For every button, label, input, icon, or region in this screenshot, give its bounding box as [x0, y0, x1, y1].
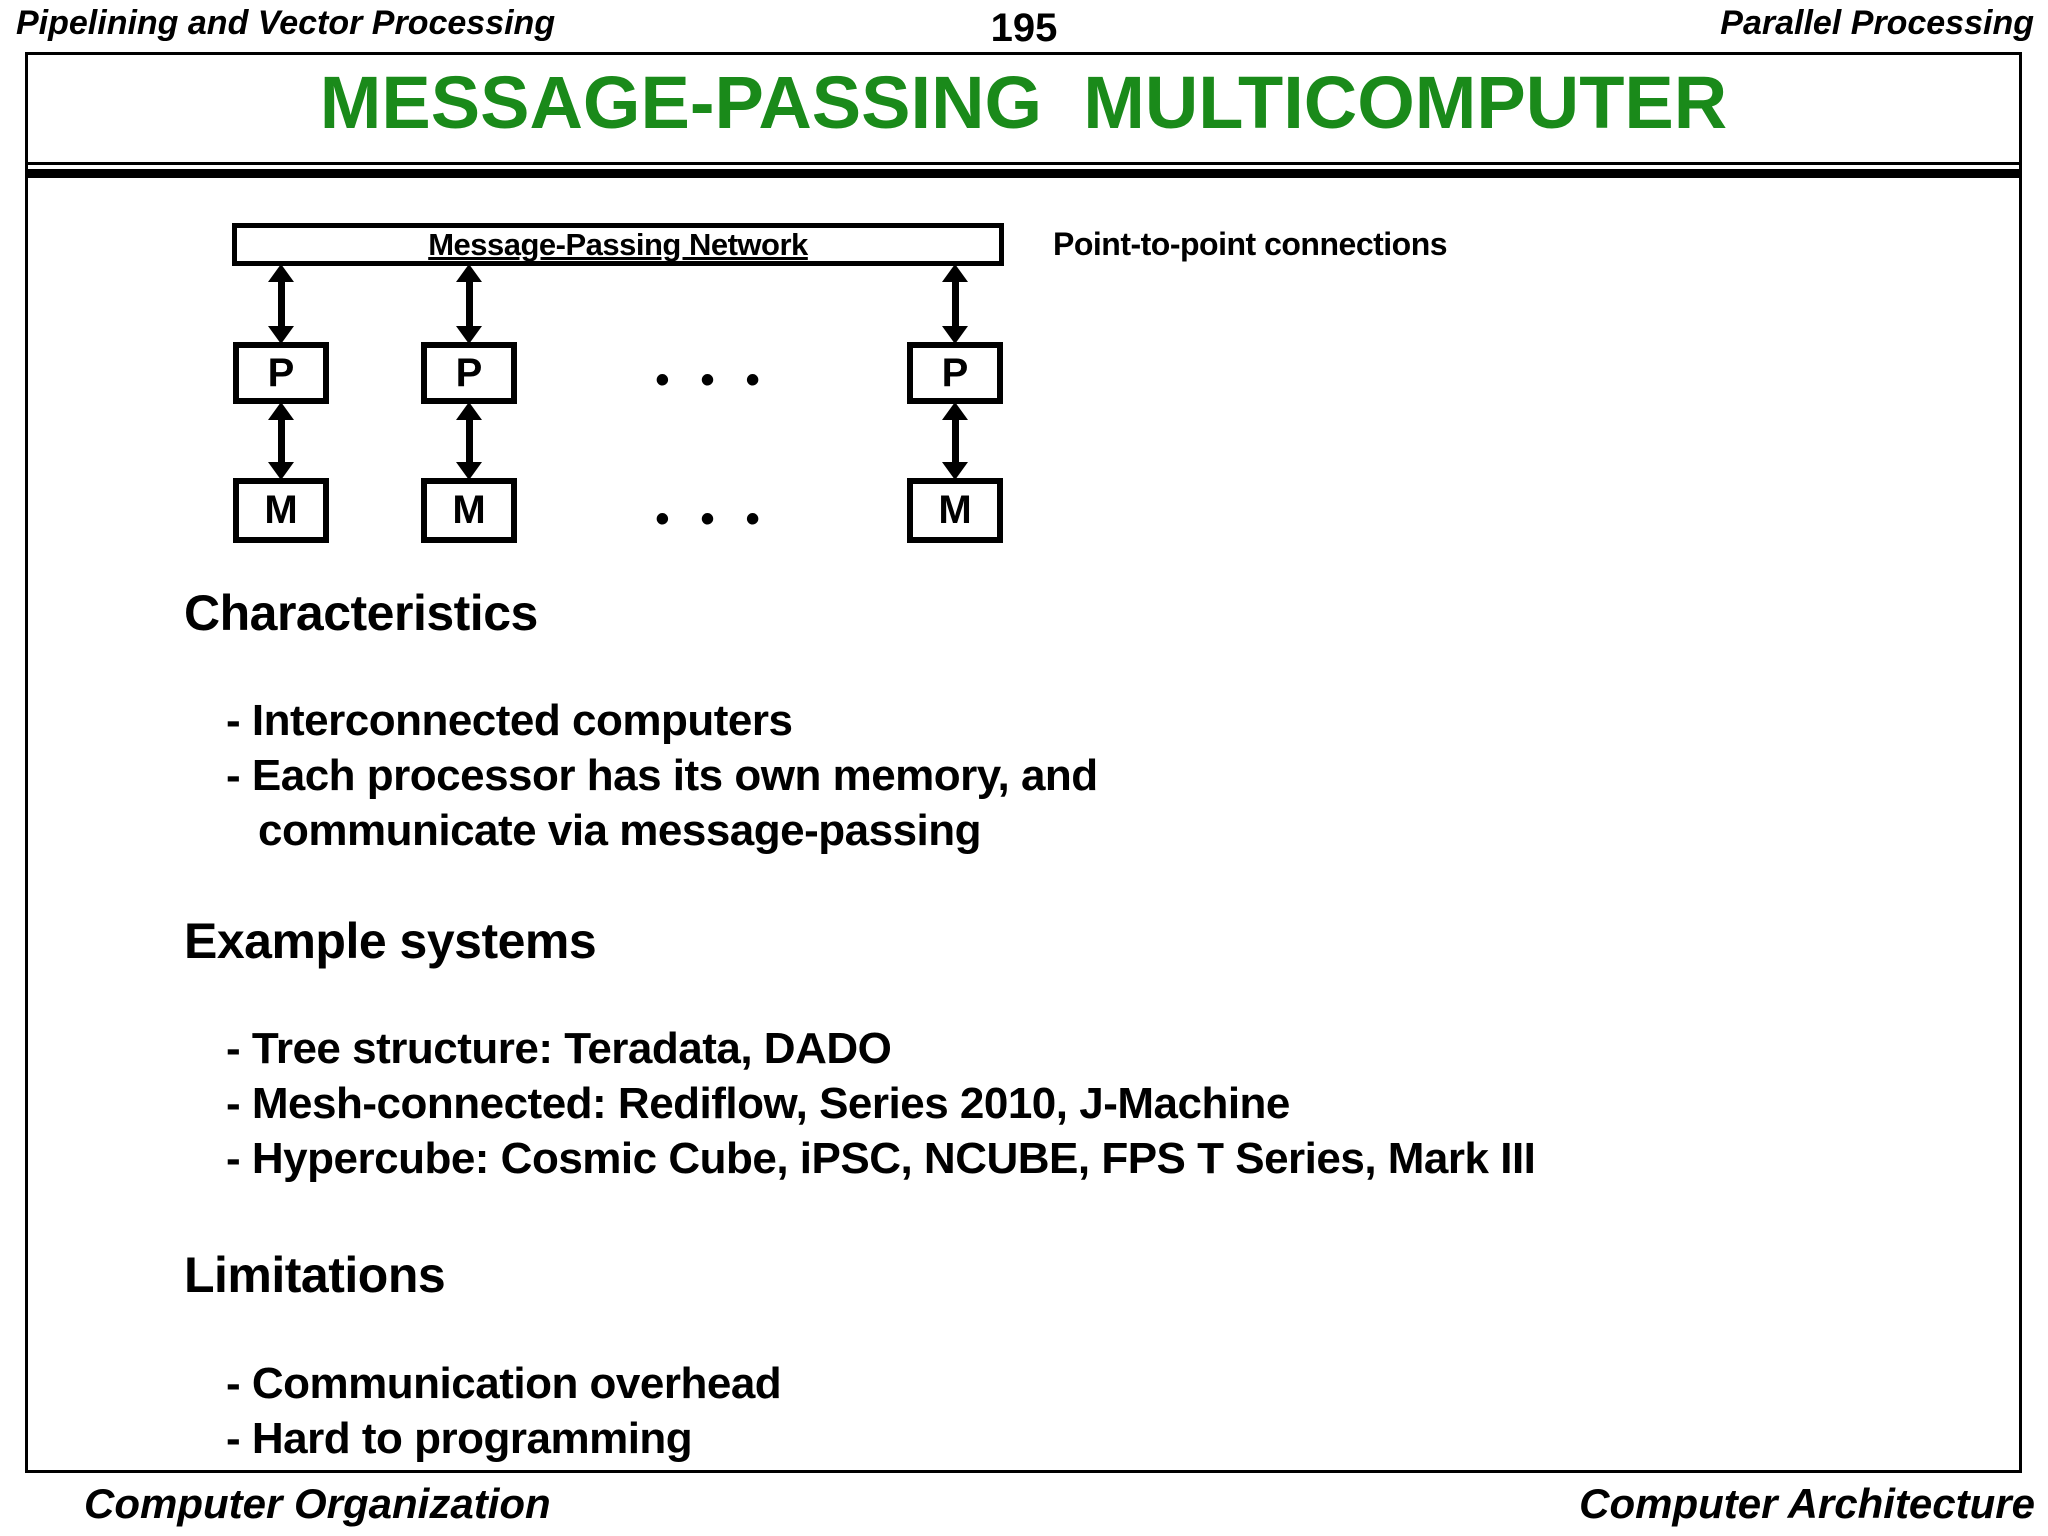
ellipsis-processor-row: • • • — [655, 358, 770, 402]
examples-heading: Example systems — [184, 913, 597, 969]
characteristics-heading: Characteristics — [184, 585, 538, 641]
arrow-p3-m3 — [942, 402, 968, 480]
processor-box-3: P — [907, 342, 1003, 404]
header-right-label: Parallel Processing — [1720, 4, 2034, 42]
ellipsis-memory-row: • • • — [655, 497, 770, 541]
title-separator-thick — [28, 169, 2019, 178]
arrow-p1-m1 — [268, 402, 294, 480]
limitations-item-1: - Communication overhead — [226, 1359, 782, 1408]
network-label: Message-Passing Network — [428, 226, 808, 262]
characteristics-item-2: - Each processor has its own memory, and — [226, 751, 1098, 800]
examples-item-3: - Hypercube: Cosmic Cube, iPSC, NCUBE, F… — [226, 1134, 1536, 1183]
limitations-item-2: - Hard to programming — [226, 1414, 693, 1463]
memory-label: M — [452, 488, 486, 532]
characteristics-item-2-wrap: communicate via message-passing — [258, 806, 982, 855]
header-left-label: Pipelining and Vector Processing — [16, 4, 556, 42]
examples-item-1: - Tree structure: Teradata, DADO — [226, 1024, 892, 1073]
arrow-p2-m2 — [456, 402, 482, 480]
page-number: 195 — [990, 6, 1058, 50]
processor-label: P — [455, 350, 483, 395]
slide-border — [25, 52, 2022, 1473]
processor-label: P — [941, 350, 969, 395]
memory-box-2: M — [421, 478, 517, 543]
memory-box-3: M — [907, 478, 1003, 543]
network-box: Message-Passing Network — [232, 223, 1004, 266]
slide-title: MESSAGE-PASSING MULTICOMPUTER — [319, 61, 1728, 144]
processor-box-1: P — [233, 342, 329, 404]
characteristics-item-1: - Interconnected computers — [226, 696, 793, 745]
arrow-network-p2 — [456, 264, 482, 344]
arrow-network-p3 — [942, 264, 968, 344]
footer-left-label: Computer Organization — [84, 1480, 551, 1527]
arrow-network-p1 — [268, 264, 294, 344]
point-to-point-note: Point-to-point connections — [1053, 226, 1448, 262]
title-separator-thin — [28, 162, 2019, 165]
memory-label: M — [264, 488, 298, 532]
limitations-heading: Limitations — [184, 1247, 446, 1303]
memory-label: M — [938, 488, 972, 532]
processor-label: P — [267, 350, 295, 395]
footer-right-label: Computer Architecture — [1579, 1480, 2035, 1527]
examples-item-2: - Mesh-connected: Rediflow, Series 2010,… — [226, 1079, 1290, 1128]
memory-box-1: M — [233, 478, 329, 543]
processor-box-2: P — [421, 342, 517, 404]
